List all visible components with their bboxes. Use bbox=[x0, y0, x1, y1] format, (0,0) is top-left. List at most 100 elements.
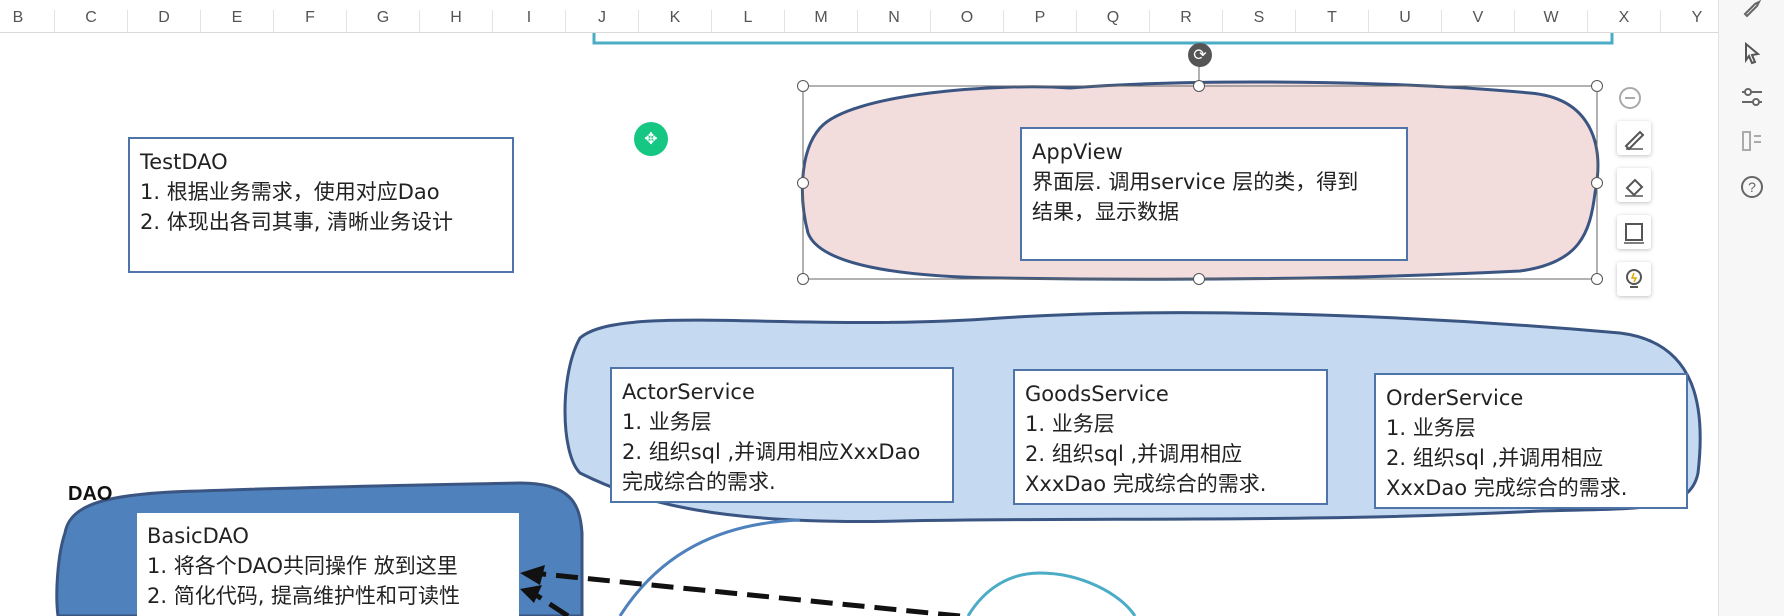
help-icon[interactable]: ? bbox=[1739, 174, 1765, 200]
dashed-arrow-line-1 bbox=[531, 570, 961, 616]
column-header-i[interactable]: I bbox=[526, 9, 532, 26]
orderservice-textbox[interactable]: OrderService 1. 业务层 2. 组织sql ,并调用相应 XxxD… bbox=[1374, 373, 1688, 509]
column-separator[interactable] bbox=[1514, 10, 1515, 32]
sheet-canvas[interactable]: ⟳ ✥ TestDAO 1. 根据业务需求，使用对应Dao 2. 体现出各司其事… bbox=[0, 33, 1718, 616]
actorservice-line-2: 2. 组织sql ,并调用相应XxxDao bbox=[622, 440, 921, 464]
column-header-h[interactable]: H bbox=[450, 9, 462, 26]
column-header-m[interactable]: M bbox=[814, 9, 828, 26]
column-header-l[interactable]: L bbox=[743, 9, 753, 26]
testdao-line-2: 2. 体现出各司其事, 清晰业务设计 bbox=[140, 210, 454, 234]
testdao-textbox[interactable]: TestDAO 1. 根据业务需求，使用对应Dao 2. 体现出各司其事, 清晰… bbox=[128, 137, 514, 273]
teal-bracket-shape bbox=[592, 33, 1614, 45]
column-header-v[interactable]: V bbox=[1472, 9, 1484, 26]
column-header-g[interactable]: G bbox=[376, 9, 390, 26]
actorservice-line-3: 完成综合的需求. bbox=[622, 470, 776, 494]
cursor-highlight-marker: ✥ bbox=[634, 122, 668, 156]
column-header-o[interactable]: O bbox=[960, 9, 974, 26]
column-header-r[interactable]: R bbox=[1180, 9, 1192, 26]
column-separator[interactable] bbox=[273, 10, 274, 32]
column-separator[interactable] bbox=[565, 10, 566, 32]
dao-label: DAO bbox=[68, 483, 113, 505]
actorservice-line-1: 1. 业务层 bbox=[622, 410, 712, 434]
basicdao-line-2: 2. 简化代码, 提高维护性和可读性 bbox=[147, 584, 461, 608]
resize-handle-w[interactable] bbox=[797, 177, 809, 189]
column-separator[interactable] bbox=[1003, 10, 1004, 32]
column-header-q[interactable]: Q bbox=[1106, 9, 1120, 26]
column-separator[interactable] bbox=[419, 10, 420, 32]
resize-handle-ne[interactable] bbox=[1591, 80, 1603, 92]
transform-icon[interactable] bbox=[1739, 128, 1765, 154]
basicdao-textbox[interactable]: BasicDAO 1. 将各个DAO共同操作 放到这里 2. 简化代码, 提高维… bbox=[137, 513, 519, 616]
frame-icon[interactable] bbox=[1617, 215, 1651, 249]
column-header-c[interactable]: C bbox=[85, 9, 97, 26]
column-header-t[interactable]: T bbox=[1327, 9, 1337, 26]
column-separator[interactable] bbox=[784, 10, 785, 32]
sliders-icon[interactable] bbox=[1739, 84, 1765, 110]
goodsservice-line-3: XxxDao 完成综合的需求. bbox=[1025, 472, 1267, 496]
column-header-f[interactable]: F bbox=[305, 9, 315, 26]
column-separator[interactable] bbox=[346, 10, 347, 32]
testdao-title: TestDAO bbox=[140, 150, 228, 174]
column-header-p[interactable]: P bbox=[1034, 9, 1046, 26]
column-header-w[interactable]: W bbox=[1543, 9, 1559, 26]
column-separator[interactable] bbox=[711, 10, 712, 32]
column-separator[interactable] bbox=[1587, 10, 1588, 32]
column-header-b[interactable]: B bbox=[12, 9, 24, 26]
column-separator[interactable] bbox=[1076, 10, 1077, 32]
resize-handle-s[interactable] bbox=[1193, 273, 1205, 285]
actorservice-title: ActorService bbox=[622, 380, 755, 404]
resize-handle-se[interactable] bbox=[1591, 273, 1603, 285]
basicdao-line-1: 1. 将各个DAO共同操作 放到这里 bbox=[147, 554, 458, 578]
pen-icon[interactable] bbox=[1617, 121, 1651, 155]
appview-title: AppView bbox=[1032, 140, 1123, 164]
column-header-x[interactable]: X bbox=[1618, 9, 1630, 26]
column-header-k[interactable]: K bbox=[669, 9, 681, 26]
appview-textbox[interactable]: AppView 界面层. 调用service 层的类，得到 结果，显示数据 bbox=[1020, 127, 1408, 261]
appview-line-2: 结果，显示数据 bbox=[1032, 200, 1179, 224]
column-separator[interactable] bbox=[1149, 10, 1150, 32]
column-header-n[interactable]: N bbox=[888, 9, 900, 26]
column-separator[interactable] bbox=[930, 10, 931, 32]
arrowhead-1 bbox=[520, 565, 545, 585]
column-separator[interactable] bbox=[54, 10, 55, 32]
resize-handle-sw[interactable] bbox=[797, 273, 809, 285]
column-header-u[interactable]: U bbox=[1399, 9, 1411, 26]
arrowhead-2 bbox=[520, 585, 542, 603]
column-separator[interactable] bbox=[1222, 10, 1223, 32]
orderservice-line-1: 1. 业务层 bbox=[1386, 416, 1476, 440]
goodsservice-textbox[interactable]: GoodsService 1. 业务层 2. 组织sql ,并调用相应 XxxD… bbox=[1013, 369, 1328, 505]
column-header-d[interactable]: D bbox=[158, 9, 170, 26]
column-separator[interactable] bbox=[1295, 10, 1296, 32]
column-separator[interactable] bbox=[492, 10, 493, 32]
lightbulb-icon[interactable] bbox=[1617, 262, 1651, 296]
column-header-y[interactable]: Y bbox=[1691, 9, 1703, 26]
circle-arc-right bbox=[966, 571, 1137, 616]
column-header-e[interactable]: E bbox=[231, 9, 243, 26]
column-header-j[interactable]: J bbox=[598, 9, 606, 26]
column-separator[interactable] bbox=[200, 10, 201, 32]
goodsservice-line-2: 2. 组织sql ,并调用相应 bbox=[1025, 442, 1243, 466]
move-cursor-icon: ✥ bbox=[644, 129, 658, 148]
column-separator[interactable] bbox=[638, 10, 639, 32]
column-header-bar: B C D E F G H I J K L M N O P Q R S T U V W X Y bbox=[0, 0, 1734, 33]
actorservice-textbox[interactable]: ActorService 1. 业务层 2. 组织sql ,并调用相应XxxDa… bbox=[610, 367, 954, 503]
rotate-handle-icon[interactable]: ⟳ bbox=[1188, 43, 1212, 67]
rocket-icon[interactable] bbox=[1739, 0, 1765, 26]
resize-handle-n[interactable] bbox=[1193, 80, 1205, 92]
appview-line-1: 界面层. 调用service 层的类，得到 bbox=[1032, 170, 1359, 194]
column-header-s[interactable]: S bbox=[1253, 9, 1265, 26]
column-separator[interactable] bbox=[1368, 10, 1369, 32]
column-separator[interactable] bbox=[1660, 10, 1661, 32]
orderservice-title: OrderService bbox=[1386, 386, 1524, 410]
column-separator[interactable] bbox=[127, 10, 128, 32]
column-separator[interactable] bbox=[1441, 10, 1442, 32]
resize-handle-e[interactable] bbox=[1591, 177, 1603, 189]
column-separator[interactable] bbox=[857, 10, 858, 32]
resize-handle-nw[interactable] bbox=[797, 80, 809, 92]
cursor-icon[interactable] bbox=[1739, 40, 1765, 66]
orderservice-line-2: 2. 组织sql ,并调用相应 bbox=[1386, 446, 1604, 470]
basicdao-title: BasicDAO bbox=[147, 524, 249, 548]
goodsservice-title: GoodsService bbox=[1025, 382, 1169, 406]
minus-circle-icon[interactable] bbox=[1619, 87, 1641, 109]
eraser-icon[interactable] bbox=[1617, 168, 1651, 202]
